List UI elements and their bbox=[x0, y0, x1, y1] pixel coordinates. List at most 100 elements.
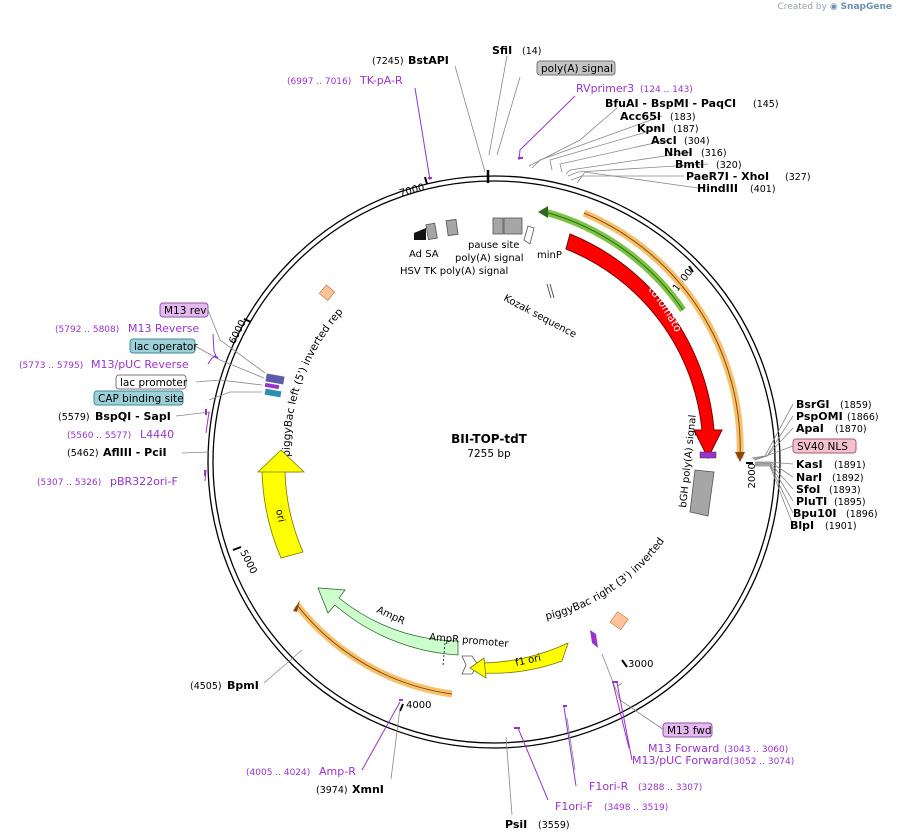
site-asci-name[interactable]: AscI bbox=[651, 134, 677, 147]
primer-rvprimer3-name[interactable]: RVprimer3 bbox=[576, 82, 634, 95]
ad-sa-feature[interactable] bbox=[425, 222, 438, 241]
tag-lac-operator-text: lac operator bbox=[134, 341, 198, 353]
site-bpu10i-pos: (1896) bbox=[846, 509, 878, 520]
ampr-orf-arrowhead bbox=[293, 600, 300, 612]
kozak-label: Kozak sequence bbox=[502, 293, 578, 341]
snapgene-logo-icon: ◉ bbox=[829, 2, 838, 12]
site-apai-name[interactable]: ApaI bbox=[796, 422, 824, 435]
tag-m13rev-text: M13 rev bbox=[164, 305, 207, 317]
tdt-orf-arrow-core bbox=[583, 212, 741, 459]
site-nari-pos: (1892) bbox=[832, 473, 864, 484]
site-blpi-pos: (1901) bbox=[825, 521, 857, 532]
f1-ori-feature[interactable] bbox=[479, 642, 569, 674]
polya-signal-feature[interactable] bbox=[503, 217, 523, 235]
tag-lac-promoter-box[interactable] bbox=[115, 374, 187, 390]
site-hindiii-name[interactable]: HindIII bbox=[697, 182, 738, 195]
pb-left-repeat-feature[interactable] bbox=[318, 284, 336, 301]
site-nhei-name[interactable]: NheI bbox=[664, 146, 693, 159]
ori-label: ori bbox=[273, 508, 286, 523]
bgh-polya-feature[interactable] bbox=[689, 469, 715, 517]
site-acc65i-name[interactable]: Acc65I bbox=[620, 110, 661, 123]
tag-polya-text: poly(A) signal bbox=[541, 63, 613, 75]
site-acc65i-pos: (183) bbox=[670, 112, 696, 123]
ad-sa-marker-icon bbox=[414, 228, 426, 240]
site-hindiii-pos: (401) bbox=[750, 184, 776, 195]
site-paer7i-name[interactable]: PaeR7I - XhoI bbox=[686, 170, 769, 183]
ori-feature[interactable] bbox=[261, 469, 304, 559]
site-sfii-name[interactable]: SfiI bbox=[492, 44, 512, 57]
primer-m13puc-fwd-name[interactable]: M13/pUC Forward bbox=[632, 754, 730, 767]
site-xmni-name[interactable]: XmnI bbox=[352, 783, 384, 796]
site-sfoi-name[interactable]: SfoI bbox=[796, 483, 820, 496]
primer-tkpar-range: (6997 .. 7016) bbox=[287, 77, 351, 87]
plasmid-length: 7255 bp bbox=[467, 448, 511, 460]
tag-polya-box[interactable] bbox=[536, 60, 616, 76]
primer-leader-lines bbox=[204, 87, 633, 801]
site-pluti-name[interactable]: PluTI bbox=[796, 495, 827, 508]
primer-ampr-name[interactable]: Amp-R bbox=[319, 765, 356, 778]
primer-m13reverse-name[interactable]: M13 Reverse bbox=[128, 322, 199, 335]
pb-right-repeat-feature[interactable] bbox=[609, 611, 629, 631]
tag-m13fwd-box[interactable] bbox=[662, 722, 713, 738]
tag-cap-box[interactable] bbox=[93, 390, 184, 406]
primer-f1orif-name[interactable]: F1ori-F bbox=[555, 800, 593, 813]
site-bpu10i-name[interactable]: Bpu10I bbox=[793, 507, 837, 520]
primer-f1orif-range: (3498 .. 3519) bbox=[604, 803, 668, 813]
primer-m13puc-fwd-range: (3052 .. 3074) bbox=[730, 757, 794, 767]
pause-site-feature[interactable] bbox=[492, 217, 504, 235]
site-bstapi-name[interactable]: BstAPI bbox=[408, 54, 449, 67]
tag-lac-operator-box[interactable] bbox=[129, 338, 196, 354]
f1-ori-label: f1 ori bbox=[514, 653, 542, 669]
site-pspomi-pos: (1866) bbox=[847, 412, 879, 423]
site-nari-name[interactable]: NarI bbox=[796, 471, 822, 484]
site-pspomi-name[interactable]: PspOMI bbox=[796, 410, 843, 423]
primer-m13forward-name[interactable]: M13 Forward bbox=[648, 742, 719, 755]
primer-m13reverse-range: (5792 .. 5808) bbox=[55, 325, 119, 335]
tag-sv40-text: SV40 NLS bbox=[797, 441, 848, 453]
site-bpmi-name[interactable]: BpmI bbox=[227, 679, 259, 692]
ampr-feature[interactable] bbox=[317, 587, 459, 656]
site-bfuai-name[interactable]: BfuAI - BspMI - PaqCI bbox=[605, 97, 736, 110]
site-bpmi-pos: (4505) bbox=[190, 681, 222, 692]
primer-m13puc-rev-name[interactable]: M13/pUC Reverse bbox=[91, 358, 189, 371]
tag-m13rev-box[interactable] bbox=[159, 302, 209, 318]
primer-pbr322-range: (5307 .. 5326) bbox=[37, 478, 101, 488]
primer-f1orir-range: (3288 .. 3307) bbox=[638, 783, 702, 793]
pause-site-label: pause site bbox=[468, 240, 519, 251]
tick-label-4000: 4000 bbox=[406, 700, 431, 711]
plasmid-name: BII-TOP-tdT bbox=[451, 432, 528, 446]
primer-pbr322-name[interactable]: pBR322ori-F bbox=[110, 475, 178, 488]
primer-f1orir-name[interactable]: F1ori-R bbox=[589, 780, 629, 793]
tag-sv40-box[interactable] bbox=[792, 438, 857, 454]
tick-label-7000: 7000 bbox=[398, 182, 425, 199]
minp-feature[interactable] bbox=[523, 225, 535, 245]
tag-m13fwd-text: M13 fwd bbox=[667, 725, 712, 737]
site-psii-name[interactable]: PsiI bbox=[505, 818, 527, 831]
site-bspqi-pos: (5579) bbox=[58, 412, 90, 423]
site-bsrgi-pos: (1859) bbox=[840, 400, 872, 411]
primer-tkpar-name[interactable]: TK-pA-R bbox=[359, 74, 403, 87]
site-bsrgi-name[interactable]: BsrGI bbox=[796, 398, 829, 411]
site-bmti-name[interactable]: BmtI bbox=[675, 158, 704, 171]
backbone-ring-outer bbox=[207, 175, 781, 749]
hsv-tk-polya-feature[interactable] bbox=[445, 218, 459, 237]
polya-signal-label: poly(A) signal bbox=[455, 253, 524, 264]
kozak-marker-2 bbox=[549, 283, 555, 299]
hsv-tk-polya-label: HSV TK poly(A) signal bbox=[400, 266, 508, 277]
site-bspqi-name[interactable]: BspQI - SapI bbox=[95, 410, 171, 423]
site-afliii-name[interactable]: AflIII - PciI bbox=[103, 446, 167, 459]
kozak-marker bbox=[546, 283, 552, 299]
tick-label-2000: 2000 bbox=[747, 463, 758, 488]
tdt-orf-arrowhead bbox=[735, 452, 745, 462]
primer-l4440-name[interactable]: L4440 bbox=[140, 428, 174, 441]
site-kpni-name[interactable]: KpnI bbox=[637, 122, 665, 135]
site-kasi-name[interactable]: KasI bbox=[796, 458, 823, 471]
sv40-nls-feature bbox=[699, 451, 717, 459]
site-kasi-pos: (1891) bbox=[834, 460, 866, 471]
leader-lines bbox=[175, 55, 794, 816]
site-bmti-pos: (320) bbox=[716, 160, 742, 171]
minp-label: minP bbox=[537, 250, 562, 261]
site-blpi-name[interactable]: BlpI bbox=[790, 519, 814, 532]
tick-label-3000: 3000 bbox=[628, 659, 653, 670]
